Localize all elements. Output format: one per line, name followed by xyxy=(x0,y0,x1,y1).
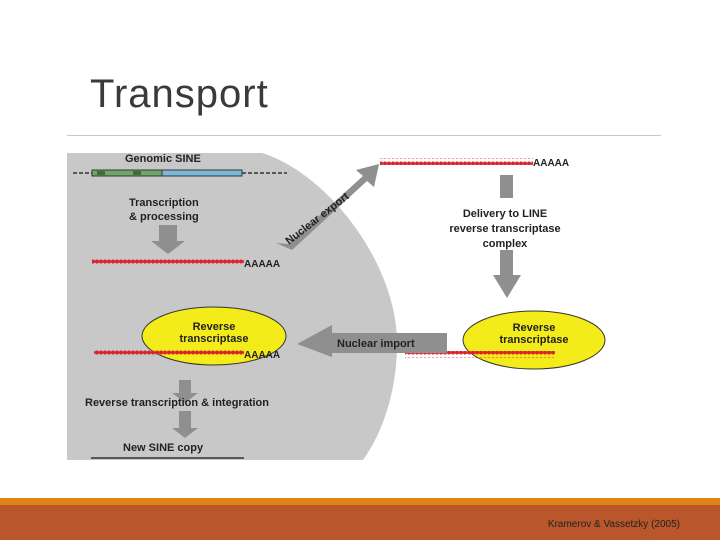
rt-nuclear-label-line1: Reverse xyxy=(193,321,236,333)
title-divider xyxy=(67,135,661,136)
sine-rna-cytoplasmic xyxy=(380,158,533,165)
delivery-arrow xyxy=(493,250,521,298)
rt-nuclear-label-line2: transcriptase xyxy=(179,333,248,345)
nuclear-export-arrow xyxy=(276,164,379,250)
nuclear-import-label: Nuclear import xyxy=(337,338,415,350)
new-sine-copy-label: New SINE copy xyxy=(123,442,204,454)
sine-rna-nuclear xyxy=(92,259,244,266)
processing-label: & processing xyxy=(129,211,199,223)
sine-body-region xyxy=(161,169,243,177)
sine-lifecycle-diagram: Genomic SINE Transcription & processing … xyxy=(67,153,620,460)
sine-rna-in-rt xyxy=(94,350,244,357)
genomic-sine-label: Genomic SINE xyxy=(125,153,201,165)
footer-band xyxy=(0,505,720,540)
delivery-arrow-tail xyxy=(500,175,513,198)
transcription-arrow xyxy=(151,225,185,254)
integration-arrow-top xyxy=(172,380,198,403)
citation: Kramerov & Vassetzky (2005) xyxy=(547,519,680,530)
delivery-label-line3: complex xyxy=(483,238,529,250)
box-a xyxy=(97,171,105,175)
box-b xyxy=(133,171,141,175)
sine-rna-complexed xyxy=(405,351,555,358)
integration-label: Reverse transcription & integration xyxy=(85,397,269,409)
delivery-label-line1: Delivery to LINE xyxy=(463,208,547,220)
footer-accent-bar xyxy=(0,498,720,505)
delivery-label-line2: reverse transcriptase xyxy=(449,223,560,235)
nuclear-import-arrow xyxy=(297,325,447,357)
rt-cytoplasmic-label-line1: Reverse xyxy=(513,322,556,334)
poly-a-tail-nuclear: AAAAA xyxy=(244,259,280,270)
rt-cytoplasmic-label-line2: transcriptase xyxy=(499,334,568,346)
integration-arrow xyxy=(172,411,198,438)
slide-title: Transport xyxy=(90,72,269,116)
nucleus-region xyxy=(67,153,397,460)
poly-a-tail-cytoplasmic: AAAAA xyxy=(533,158,569,169)
diagram-canvas: Genomic SINE Transcription & processing … xyxy=(67,153,606,460)
transcription-label: Transcription xyxy=(129,197,199,209)
poly-a-tail-rt: AAAAA xyxy=(244,350,280,361)
